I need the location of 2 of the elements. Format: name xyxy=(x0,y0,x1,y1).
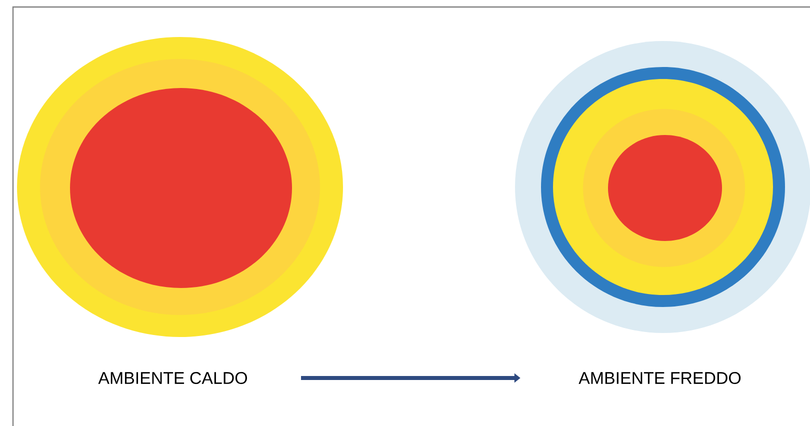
caption-text: AMBIENTE CALDO xyxy=(98,372,247,384)
caption-text: AMBIENTE FREDDO xyxy=(578,372,741,384)
